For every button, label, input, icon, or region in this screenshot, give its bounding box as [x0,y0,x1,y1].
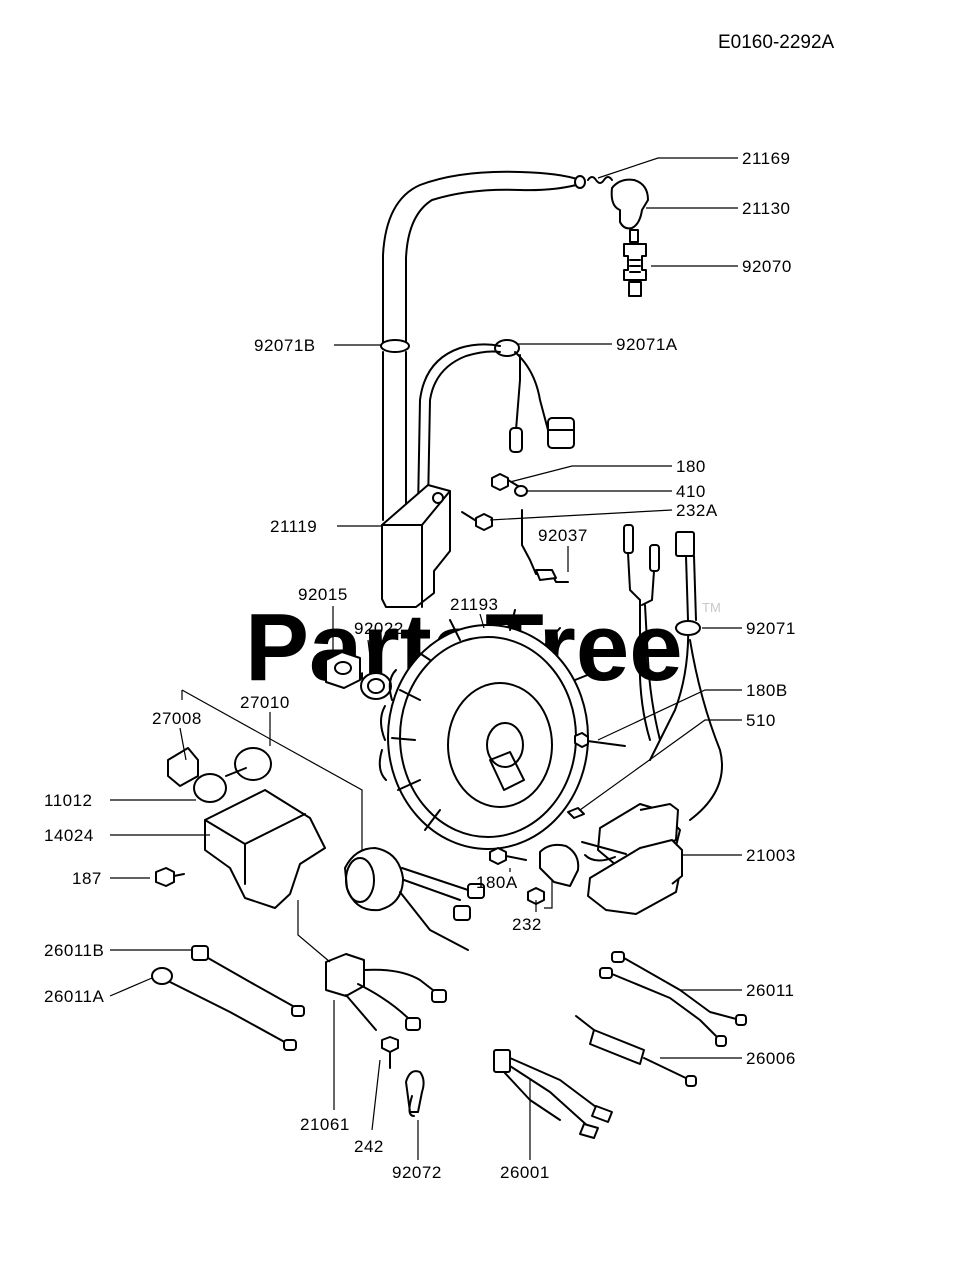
label-242: 242 [354,1137,384,1156]
label-26001: 26001 [500,1163,550,1182]
lead-wires [151,945,305,1051]
label-92070: 92070 [742,257,792,276]
plug-cap-group [587,176,649,297]
pulser-coils [581,803,683,915]
diagram-reference: E0160-2292A [718,32,835,53]
ignition-coil [381,484,451,608]
pulser-fasteners [489,843,580,905]
key-screw [567,732,626,819]
regulator [325,953,447,1069]
bolt-clamp [405,1070,425,1117]
label-21119: 21119 [270,517,317,536]
label-92071b: 92071B [254,336,316,355]
label-26011b: 26011B [44,941,104,960]
coil-fasteners [461,473,528,531]
bracket-92037 [521,509,569,583]
high-tension-lead [382,170,586,346]
label-26011a: 26011A [44,987,105,1006]
coil-leads [382,343,575,521]
label-92022: 92022 [354,619,404,638]
harness-leads [623,524,723,821]
harness-kits [493,951,747,1139]
stator-bracket [155,747,485,951]
nut-washer [325,651,392,700]
label-26011: 26011 [746,981,795,1000]
label-180b: 180B [746,681,788,700]
label-21130: 21130 [742,199,791,218]
label-21169: 21169 [742,149,791,168]
label-21061: 21061 [300,1115,350,1134]
label-26006: 26006 [746,1049,796,1068]
label-92071a: 92071A [616,335,678,354]
label-410: 410 [676,482,706,501]
part-labels: 21169 21130 92070 92071B 92071A 180 410 … [44,149,796,1182]
label-92072: 92072 [392,1163,442,1182]
label-27008: 27008 [152,709,202,728]
label-21003: 21003 [746,846,796,865]
label-92037: 92037 [538,526,588,545]
label-187: 187 [72,869,102,888]
watermark-tm: TM [702,600,721,615]
label-11012: 11012 [44,791,93,810]
label-92015: 92015 [298,585,348,604]
part-drawings [151,170,747,1139]
leader-lines [109,157,742,1160]
label-21193: 21193 [450,595,499,614]
label-180: 180 [676,457,706,476]
label-180a: 180A [476,873,518,892]
label-27010: 27010 [240,693,290,712]
label-232a: 232A [676,501,718,520]
label-232: 232 [512,915,542,934]
label-92071: 92071 [746,619,796,638]
label-14024: 14024 [44,826,94,845]
label-510: 510 [746,711,776,730]
grommet-92071b [380,339,410,353]
